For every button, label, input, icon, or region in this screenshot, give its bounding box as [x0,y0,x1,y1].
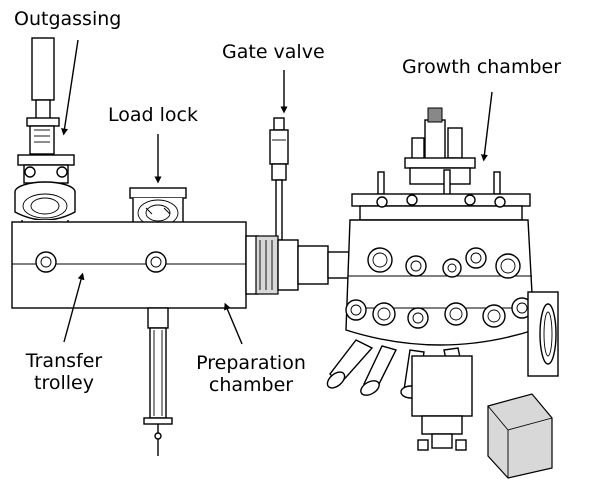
label-transfer-line1: Transfer [25,350,103,372]
label-arrows [61,39,493,345]
arrow-growth-chamber [480,91,493,162]
gate-valve [255,117,357,295]
preparation-chamber [11,221,259,309]
transfer-rod [143,307,173,456]
label-preparation-line2: chamber [208,374,294,396]
label-transfer-trolley: Transfer trolley [14,350,114,394]
label-preparation-line1: Preparation [196,352,306,374]
label-preparation-chamber: Preparation chamber [178,352,324,396]
outgassing-manipulator [17,37,75,184]
label-load-lock: Load lock [108,104,198,126]
label-gate-valve: Gate valve [222,41,325,63]
growth-chamber [326,107,559,479]
arrow-preparation-chamber [224,302,243,345]
label-outgassing: Outgassing [14,8,122,30]
label-growth-chamber: Growth chamber [402,56,562,78]
arrow-transfer-trolley [63,272,85,343]
label-transfer-line2: trolley [34,372,94,394]
arrow-outgassing [61,39,79,136]
